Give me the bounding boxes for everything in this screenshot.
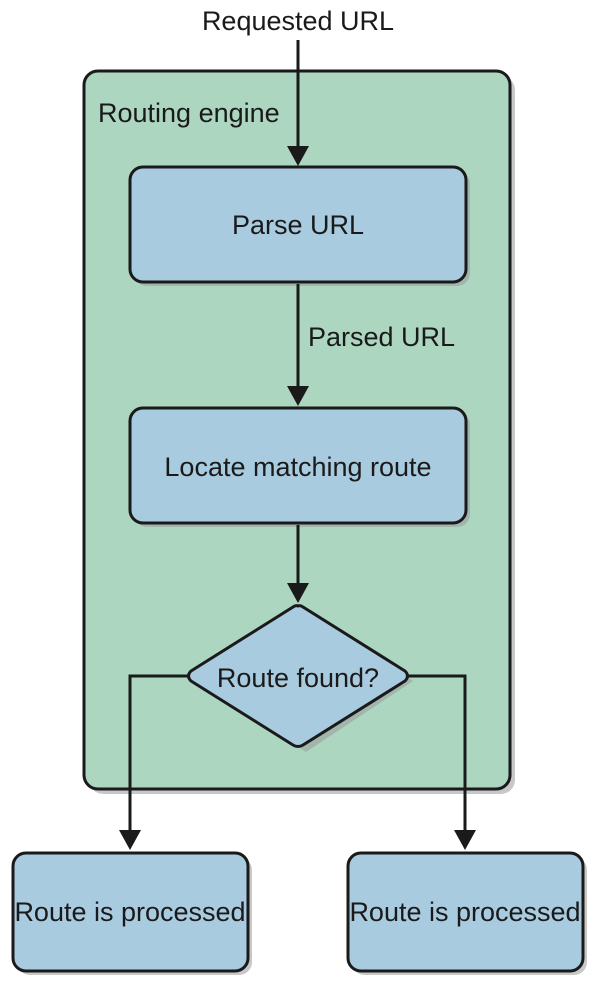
requested-url-label: Requested URL: [202, 6, 394, 36]
routing-engine-label: Routing engine: [98, 98, 280, 128]
outcome-left-box: [11, 851, 250, 973]
arrow-decision-head: [287, 583, 309, 603]
outcome-right-box: [346, 851, 585, 973]
parse-url-label: Parse URL: [232, 210, 364, 240]
parse-url-box: [128, 165, 468, 284]
arrow-input-head: [287, 146, 309, 166]
outcome-right-label: Route is processed: [349, 897, 580, 927]
arrow-parsed-head: [287, 386, 309, 406]
route-found-diamond: [187, 604, 409, 748]
parsed-url-label: Parsed URL: [308, 322, 455, 352]
locate-route-label: Locate matching route: [164, 452, 431, 482]
branch-right-head: [454, 830, 476, 850]
locate-route-box: [128, 406, 468, 525]
branch-left-head: [119, 830, 141, 850]
route-found-label: Route found?: [217, 663, 379, 693]
outcome-left-label: Route is processed: [14, 897, 245, 927]
branch-right-line: [408, 674, 467, 832]
branch-left-line: [128, 674, 188, 832]
